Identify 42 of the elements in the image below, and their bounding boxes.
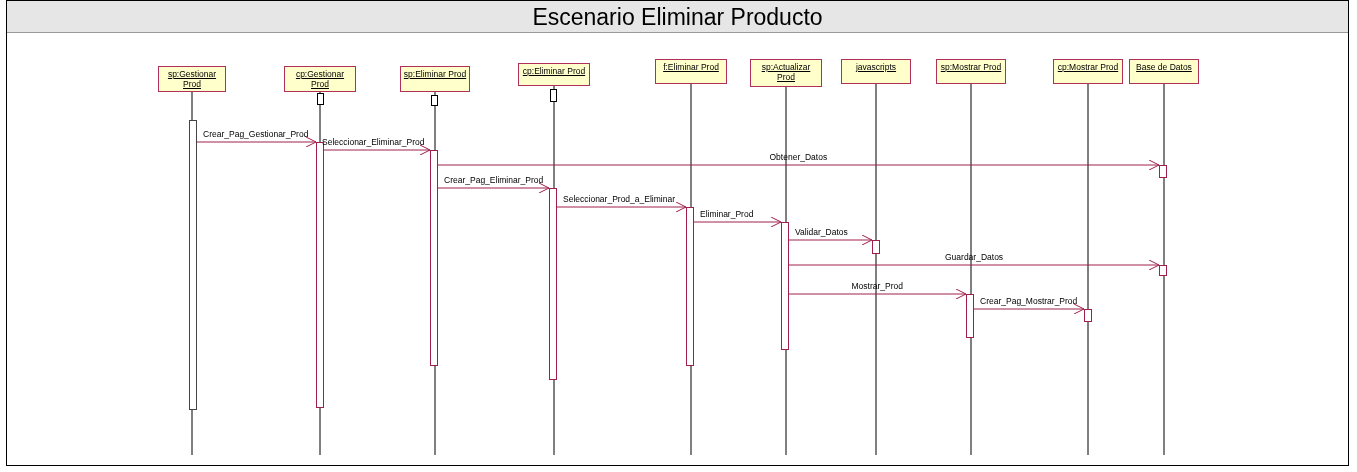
message-arrow	[693, 216, 782, 228]
message-label: Crear_Pag_Mostrar_Prod	[980, 296, 1078, 306]
activation-bar	[781, 222, 789, 350]
message-label: Mostrar_Prod	[851, 281, 903, 291]
message-arrow	[973, 303, 1085, 315]
activation-bar	[189, 120, 197, 410]
object-box: sp:Mostrar Prod	[936, 59, 1006, 84]
activation-bar	[686, 207, 694, 366]
object-box: f:Eliminar Prod	[655, 59, 727, 84]
message-label: Obtener_Datos	[769, 152, 828, 162]
message-label: Seleccionar_Prod_a_Eliminar	[563, 194, 675, 204]
message-arrow	[788, 288, 967, 300]
message-label: Crear_Pag_Eliminar_Prod	[444, 175, 544, 185]
message-arrow	[556, 201, 687, 213]
object-box: javascripts	[841, 59, 911, 84]
object-box: cp:Gestionar Prod	[284, 66, 356, 92]
message-label: Validar_Datos	[795, 227, 848, 237]
activation-bar	[1084, 309, 1092, 322]
message-arrow	[788, 259, 1160, 271]
object-box: Base de Datos	[1129, 59, 1199, 84]
activation-bar	[430, 150, 438, 366]
message-arrow	[437, 182, 550, 194]
object-box: sp:Gestionar Prod	[158, 66, 226, 92]
activation-bar	[316, 142, 324, 408]
activation-bar	[966, 294, 974, 338]
message-arrow	[323, 144, 431, 156]
object-box: sp:Eliminar Prod	[400, 66, 470, 92]
activation-bar	[1159, 265, 1167, 276]
message-label: Guardar_Datos	[945, 252, 1004, 262]
message-arrow	[437, 159, 1160, 171]
activation-bar	[549, 188, 557, 380]
object-box: sp:Actualizar Prod	[750, 59, 822, 87]
object-box: cp:Eliminar Prod	[518, 63, 590, 86]
message-arrow	[196, 136, 317, 148]
message-label: Crear_Pag_Gestionar_Prod	[203, 129, 309, 139]
message-label: Seleccionar_Eliminar_Prod	[322, 137, 425, 147]
activation-bar	[872, 240, 880, 254]
message-label: Eliminar_Prod	[700, 209, 754, 219]
object-box: cp:Mostrar Prod	[1053, 59, 1123, 84]
message-arrow	[788, 234, 873, 246]
diagram-title: Escenario Eliminar Producto	[7, 1, 1348, 33]
activation-bar	[1159, 165, 1167, 178]
